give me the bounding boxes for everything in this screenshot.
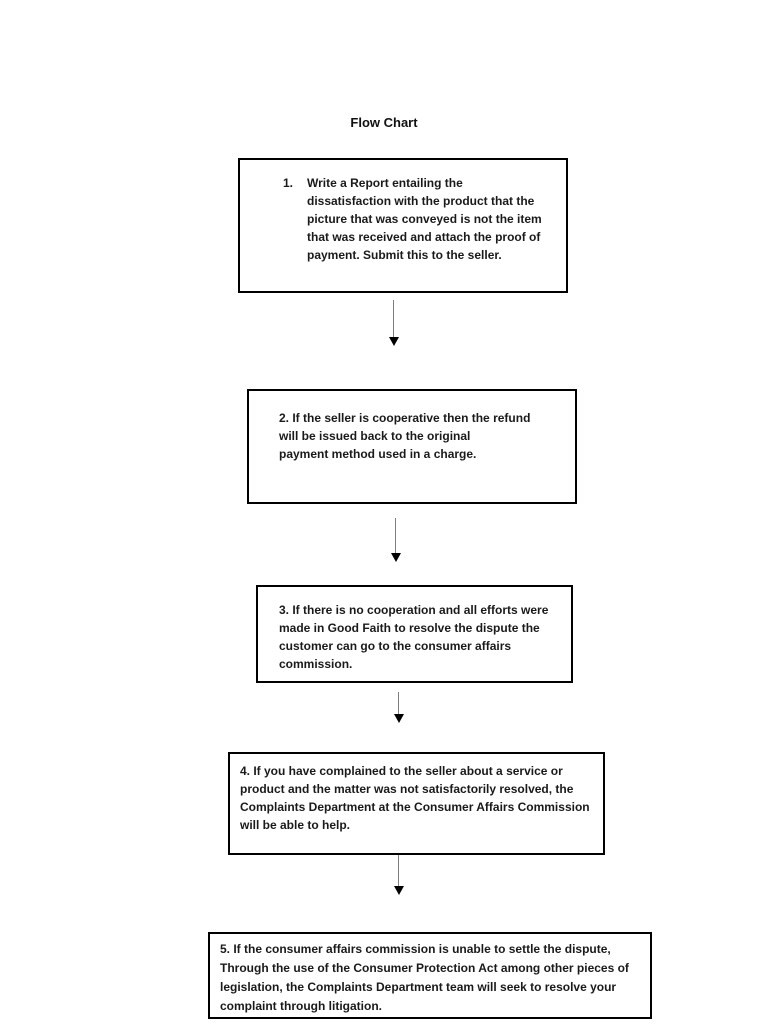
- flow-connector-4: [393, 855, 404, 895]
- flow-connector-1: [388, 300, 399, 346]
- flow-connector-2: [390, 518, 401, 562]
- arrow-down-icon: [393, 714, 404, 723]
- flow-step-1-number: 1.: [283, 176, 294, 190]
- arrow-down-icon: [390, 553, 401, 562]
- flow-step-2-box: 2. If the seller is cooperative then the…: [247, 389, 577, 504]
- flow-step-1-box: 1. Write a Report entailing the dissatis…: [238, 158, 568, 293]
- flow-connector-3: [393, 692, 404, 723]
- arrow-down-icon: [393, 886, 404, 895]
- flow-step-5-box: 5. If the consumer affairs commission is…: [208, 932, 652, 1019]
- page-title: Flow Chart: [350, 115, 418, 130]
- arrow-line: [394, 518, 397, 553]
- arrow-down-icon: [388, 337, 399, 346]
- arrow-line: [397, 855, 400, 886]
- arrow-line: [392, 300, 395, 337]
- flow-step-4-box: 4. If you have complained to the seller …: [228, 752, 605, 855]
- flow-step-5-text: 5. If the consumer affairs commission is…: [220, 942, 629, 1013]
- flow-step-3-text: 3. If there is no cooperation and all ef…: [279, 603, 549, 671]
- flow-step-1-text: Write a Report entailing the dissatisfac…: [307, 176, 542, 262]
- flow-step-3-box: 3. If there is no cooperation and all ef…: [256, 585, 573, 683]
- flow-step-4-text: 4. If you have complained to the seller …: [240, 764, 590, 832]
- arrow-line: [397, 692, 400, 714]
- flow-step-2-text: 2. If the seller is cooperative then the…: [279, 411, 531, 461]
